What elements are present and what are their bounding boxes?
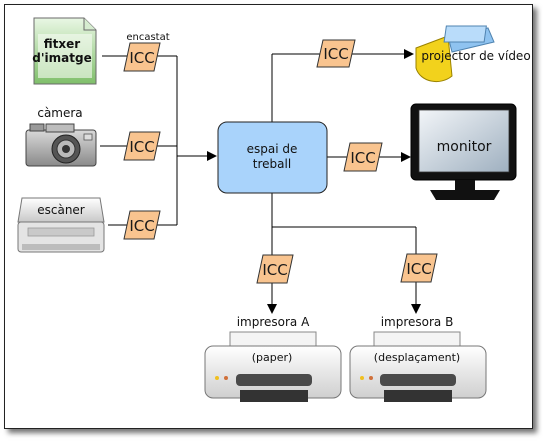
image-file-label-line1: fitxer (44, 37, 81, 51)
monitor-label: monitor (437, 139, 492, 155)
workspace-label-line1: espai de (247, 142, 298, 156)
connector-lines (100, 49, 421, 314)
camera-label: càmera (37, 106, 82, 120)
projector-label: projector de vídeo (421, 49, 530, 63)
scanner-icon (17, 197, 105, 253)
printer-a-note: (paper) (252, 351, 293, 364)
icc-tag-printer-a: ICC (256, 254, 294, 284)
printer-b-label: impresora B (381, 315, 454, 329)
workspace-label-line2: treball (253, 157, 291, 171)
icc-label: ICC (129, 138, 154, 156)
icc-label: ICC (406, 260, 431, 278)
icc-label: ICC (129, 217, 154, 235)
printer-a-icon (204, 331, 342, 402)
image-file-icon (33, 17, 97, 85)
icc-label: ICC (262, 261, 287, 279)
printer-b-note: (desplaçament) (374, 351, 460, 364)
icc-tag-projector: ICC (316, 39, 356, 68)
video-projector-icon (415, 25, 495, 83)
icc-label: ICC (323, 45, 348, 63)
icc-tag-camera: ICC (123, 131, 161, 161)
icc-label: ICC (350, 149, 375, 167)
printer-a-label: impresora A (237, 315, 310, 329)
scanner-label: escàner (37, 203, 85, 217)
icc-tag-image-file: ICC (123, 42, 161, 72)
workspace-box (217, 121, 328, 194)
icc-tag-monitor: ICC (343, 142, 383, 172)
embedded-tag: encastat (126, 32, 169, 43)
icc-label: ICC (129, 49, 154, 67)
image-file-label-line2: d'imatge (32, 51, 91, 65)
icc-tag-printer-b: ICC (400, 253, 438, 283)
camera-icon (25, 123, 97, 167)
monitor-icon (410, 103, 517, 200)
icc-tag-scanner: ICC (123, 210, 161, 240)
printer-b-icon (349, 331, 487, 402)
